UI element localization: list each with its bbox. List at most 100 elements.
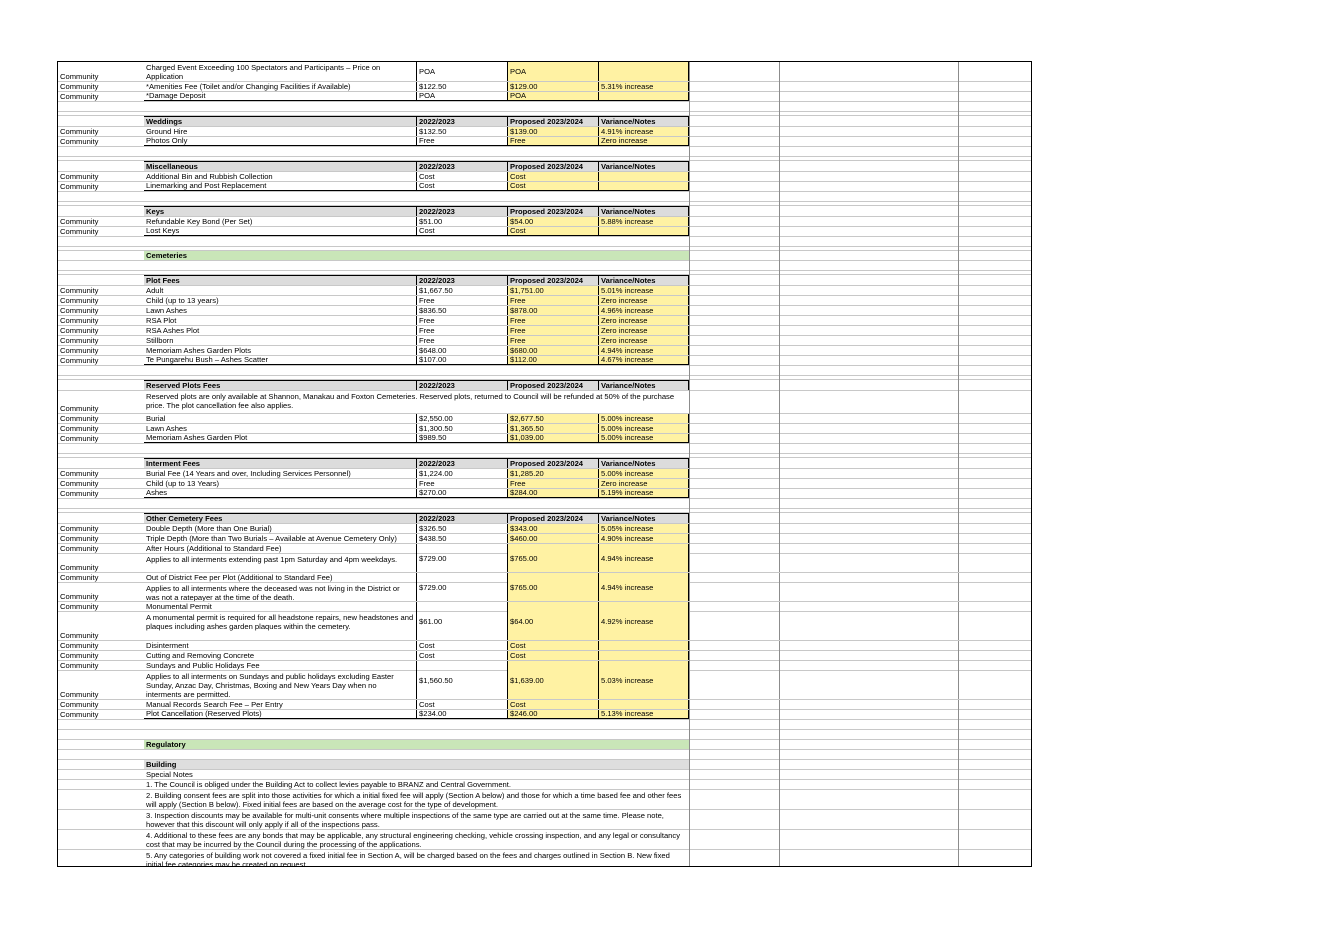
category-cell: Community [60,651,99,660]
current-fee-cell: $107.00 [416,356,507,365]
fee-item-cell: Manual Records Search Fee – Per Entry [146,700,283,709]
variance-cell: Zero increase [598,296,689,305]
current-fee-cell: Free [416,479,507,488]
building-note: 2. Building consent fees are split into … [146,791,682,809]
spreadsheet-page: Community Charged Event Exceeding 100 Spe… [57,61,1032,867]
current-fee-cell: Free [416,137,507,146]
proposed-fee-cell: $139.00 [507,127,598,136]
category-cell: Community [60,573,99,582]
category-cell: Community [60,82,99,91]
proposed-fee-cell: POA [507,62,598,81]
category-cell: Community [60,661,99,670]
column-header-proposed: Proposed 2023/2024 [507,458,598,468]
special-notes-row: Special Notes [58,770,1031,780]
current-fee-cell: $438.50 [416,534,507,543]
variance-cell: Zero increase [598,479,689,488]
column-header-variance: Variance/Notes [598,513,689,523]
fee-item-cell: Charged Event Exceeding 100 Spectators a… [146,63,381,81]
blank-row [58,202,1031,206]
variance-cell: 5.05% increase [598,524,689,533]
blank-row [58,157,1031,161]
current-fee-cell: $61.00 [416,602,507,640]
fee-item-cell: Stillborn [146,336,174,345]
variance-cell: 4.94% increase [598,544,689,572]
variance-cell: 4.67% increase [598,356,689,365]
major-section-title: Cemeteries [144,251,689,260]
column-header-current: 2022/2023 [416,380,507,390]
blank-row [58,366,1031,376]
current-fee-cell: $270.00 [416,489,507,498]
category-cell: Community [60,286,99,295]
variance-cell [598,182,689,191]
building-note: 3. Inspection discounts may be available… [146,811,664,829]
variance-cell: 4.94% increase [598,573,689,601]
proposed-fee-cell: $1,365.50 [507,424,598,433]
column-header-current: 2022/2023 [416,206,507,216]
variance-cell [598,651,689,660]
current-fee-cell: $836.50 [416,306,507,315]
column-header-variance: Variance/Notes [598,161,689,171]
current-fee-cell: Free [416,296,507,305]
proposed-fee-cell: Cost [507,182,598,191]
fee-item-cell: Burial [146,414,166,423]
proposed-fee-cell: $246.00 [507,710,598,719]
fee-item-cell: Additional Bin and Rubbish Collection [146,172,273,181]
section-title: Other Cemetery Fees [144,513,416,523]
variance-cell [598,641,689,650]
fee-item-cell: Memoriam Ashes Garden Plots [146,346,252,355]
fee-item-cell: *Amenities Fee (Toilet and/or Changing F… [146,82,351,91]
variance-cell: 5.00% increase [598,434,689,443]
column-header-variance: Variance/Notes [598,458,689,468]
fee-item-cell: Lawn Ashes [146,424,187,433]
proposed-fee-cell: $765.00 [507,573,598,601]
proposed-fee-cell: $54.00 [507,217,598,226]
variance-cell: Zero increase [598,336,689,345]
category-cell: Community [60,414,99,423]
proposed-fee-cell: $1,285.20 [507,469,598,478]
category-cell: Community [60,544,99,553]
fee-item-cell: Child (up to 13 Years) [146,479,220,488]
category-cell: Community [60,641,99,650]
category-cell: Community [60,172,99,181]
fee-item-cell: Triple Depth (More than Two Burials – Av… [146,534,397,543]
category-cell: Community [60,631,99,640]
variance-cell: 5.03% increase [598,661,689,699]
variance-cell: Zero increase [598,137,689,146]
column-header-current: 2022/2023 [416,161,507,171]
category-cell: Community [60,137,99,146]
column-header-variance: Variance/Notes [598,206,689,216]
section-title: Keys [144,206,416,216]
proposed-fee-cell: POA [507,92,598,101]
category-cell: Community [60,534,99,543]
column-header-current: 2022/2023 [416,513,507,523]
proposed-fee-cell: Free [507,479,598,488]
fee-desc-cell: Applies to all interments where the dece… [146,584,400,601]
variance-cell: 5.01% increase [598,286,689,295]
category-cell: Community [60,127,99,136]
section-title: Miscellaneous [144,161,416,171]
blank-row [58,376,1031,380]
current-fee-cell: $1,224.00 [416,469,507,478]
category-cell: Community [60,346,99,355]
variance-cell: Zero increase [598,316,689,325]
fee-item-cell: Refundable Key Bond (Per Set) [146,217,253,226]
building-note: 4. Additional to these fees are any bond… [146,831,680,849]
variance-cell: 4.96% increase [598,306,689,315]
variance-cell: 5.00% increase [598,414,689,423]
green-section-row: Cemeteries [58,251,1031,261]
